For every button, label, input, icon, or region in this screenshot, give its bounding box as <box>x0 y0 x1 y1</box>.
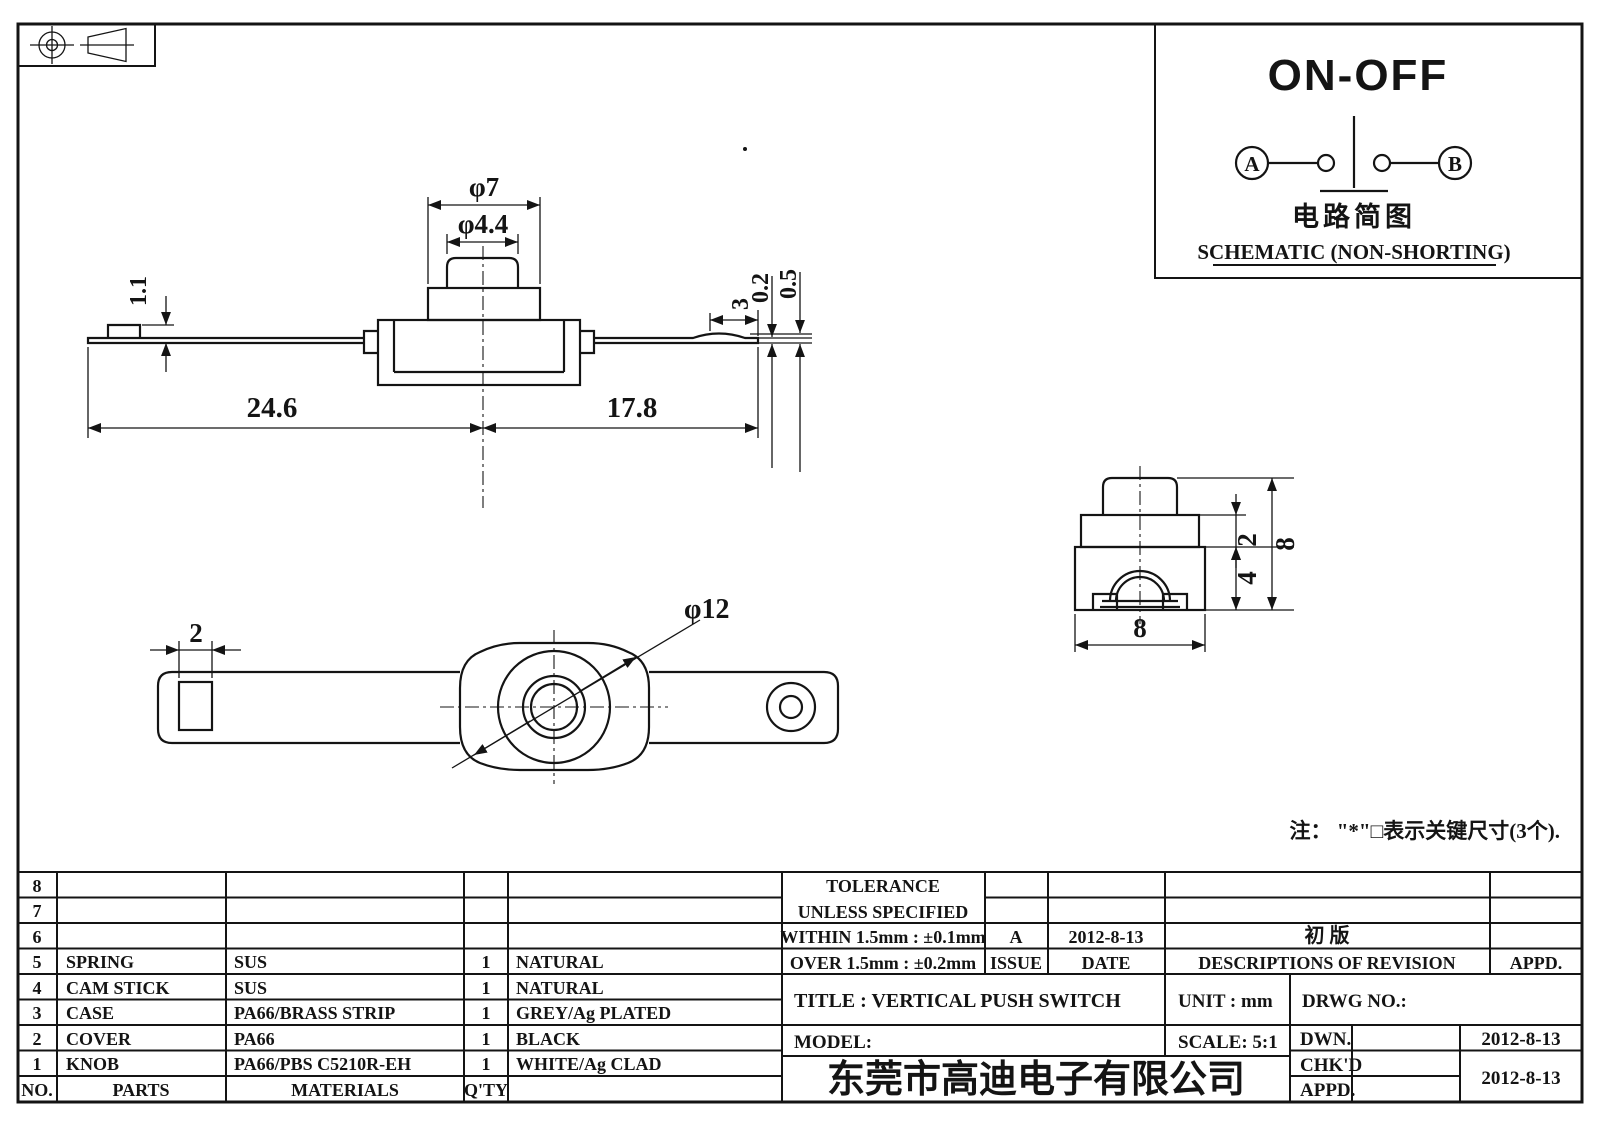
dim-cap-dia: φ7 <box>469 172 499 202</box>
bottom-view: φ12 2 <box>150 594 840 784</box>
model-label: MODEL: <box>794 1032 872 1053</box>
row-no: 5 <box>33 952 42 972</box>
row-no: 8 <box>33 876 42 896</box>
row-part: SPRING <box>66 952 134 972</box>
projection-circle-icon <box>30 26 74 64</box>
dwn-label: DWN. <box>1300 1029 1351 1050</box>
row-no: 4 <box>33 978 42 998</box>
dim-knob-dia: φ4.4 <box>458 209 509 239</box>
appd-sign-label: APPD. <box>1300 1080 1355 1101</box>
terminal-b-label: B <box>1448 152 1462 176</box>
dim-slot-width: 2 <box>189 618 203 648</box>
row-material: PA66/BRASS STRIP <box>234 1003 395 1023</box>
appd-label: APPD. <box>1510 953 1563 973</box>
tolerance-over: OVER 1.5mm : ±0.2mm <box>790 953 976 973</box>
row-no: 7 <box>33 901 42 921</box>
row-finish: WHITE/Ag CLAD <box>516 1054 662 1074</box>
row-material: PA66/PBS C5210R-EH <box>234 1054 411 1074</box>
row-material: PA66 <box>234 1029 275 1049</box>
header-materials: MATERIALS <box>291 1080 399 1100</box>
title-block: TITLE : VERTICAL PUSH SWITCH UNIT : mm D… <box>794 990 1561 1101</box>
row-qty: 1 <box>482 1003 491 1023</box>
scale-label: SCALE: 5:1 <box>1178 1032 1278 1053</box>
terminal-a-label: A <box>1244 152 1260 176</box>
dim-tab-height: 1.1 <box>126 276 152 306</box>
unit-label: UNIT : mm <box>1178 991 1273 1012</box>
row-material: SUS <box>234 952 267 972</box>
dwn-date: 2012-8-13 <box>1481 1029 1560 1050</box>
drwg-no-label: DRWG NO.: <box>1302 991 1407 1012</box>
row-no: 3 <box>33 1003 42 1023</box>
row-part: COVER <box>66 1029 132 1049</box>
dim-right-length: 17.8 <box>607 392 658 424</box>
description-value: 初 版 <box>1305 923 1350 947</box>
switch-symbol: A B <box>1234 116 1473 193</box>
date-label: DATE <box>1082 953 1131 973</box>
front-view: φ7 φ4.4 1.1 24.6 17.8 3 <box>86 172 812 508</box>
table-grid <box>18 871 1582 1102</box>
row-qty: 1 <box>482 1054 491 1074</box>
issue-label: ISSUE <box>990 953 1042 973</box>
company-name: 东莞市高迪电子有限公司 <box>827 1059 1245 1101</box>
row-qty: 1 <box>482 1029 491 1049</box>
dim-body-dia: φ12 <box>684 594 729 625</box>
projection-symbol-box <box>18 24 156 67</box>
row-no: 6 <box>33 927 42 947</box>
tolerance-within: WITHIN 1.5mm : ±0.1mm <box>780 927 985 947</box>
dim-strip-thickness: 0.2 <box>748 273 774 303</box>
dim-bump-width: 3 <box>728 298 754 310</box>
schematic-title: ON-OFF <box>1268 51 1449 100</box>
row-qty: 1 <box>482 952 491 972</box>
dim-bump-height: 0.5 <box>776 269 802 299</box>
row-finish: NATURAL <box>516 952 604 972</box>
dim-case-width: 8 <box>1133 613 1147 643</box>
drawing-title: TITLE : VERTICAL PUSH SWITCH <box>794 990 1121 1012</box>
dim-total-height: 8 <box>1270 537 1300 551</box>
header-qty: Q'TY <box>464 1080 508 1100</box>
dim-cover-height: 2 <box>1232 533 1262 547</box>
row-no: 1 <box>33 1054 42 1074</box>
side-view: 2 4 8 8 <box>1073 466 1300 652</box>
chkd-label: CHK'D <box>1300 1055 1362 1076</box>
parts-list: 8 7 6 5 SPRING SUS 1 NATURAL 4 CAM STICK… <box>21 876 671 1100</box>
row-part: CASE <box>66 1003 114 1023</box>
front-dimensions: φ7 φ4.4 1.1 24.6 17.8 3 <box>87 172 812 472</box>
schematic-box: ON-OFF A B 电路简图 SCHEMATIC (NON-SHORTING) <box>1154 24 1582 279</box>
dim-left-length: 24.6 <box>247 392 298 424</box>
chkd-date: 2012-8-13 <box>1481 1068 1560 1089</box>
row-finish: GREY/Ag PLATED <box>516 1003 671 1023</box>
row-finish: BLACK <box>516 1029 580 1049</box>
sheet-border <box>16 22 1584 1104</box>
schematic-caption-cn: 电路简图 <box>1292 201 1416 232</box>
header-parts: PARTS <box>112 1080 169 1100</box>
revision-block: TOLERANCE UNLESS SPECIFIED WITHIN 1.5mm … <box>780 876 1562 973</box>
row-part: CAM STICK <box>66 978 170 998</box>
header-no: NO. <box>21 1080 53 1100</box>
side-dimensions: 2 4 8 8 <box>1074 477 1300 652</box>
tolerance-line1: TOLERANCE <box>826 876 940 896</box>
dim-case-height: 4 <box>1232 571 1262 585</box>
stray-dot-mark <box>743 147 747 151</box>
issue-value: A <box>1010 927 1023 947</box>
row-part: KNOB <box>66 1054 119 1074</box>
description-label: DESCRIPTIONS OF REVISION <box>1198 953 1455 973</box>
tolerance-line2: UNLESS SPECIFIED <box>798 902 969 922</box>
bottom-dimensions: φ12 2 <box>150 594 729 769</box>
row-no: 2 <box>33 1029 42 1049</box>
key-dimension-note: 注： "*"□表示关键尺寸(3个). <box>1290 819 1561 843</box>
row-material: SUS <box>234 978 267 998</box>
date-value: 2012-8-13 <box>1069 927 1144 947</box>
schematic-caption-en: SCHEMATIC (NON-SHORTING) <box>1197 240 1510 264</box>
projection-cone-icon <box>80 27 134 63</box>
row-finish: NATURAL <box>516 978 604 998</box>
row-qty: 1 <box>482 978 491 998</box>
